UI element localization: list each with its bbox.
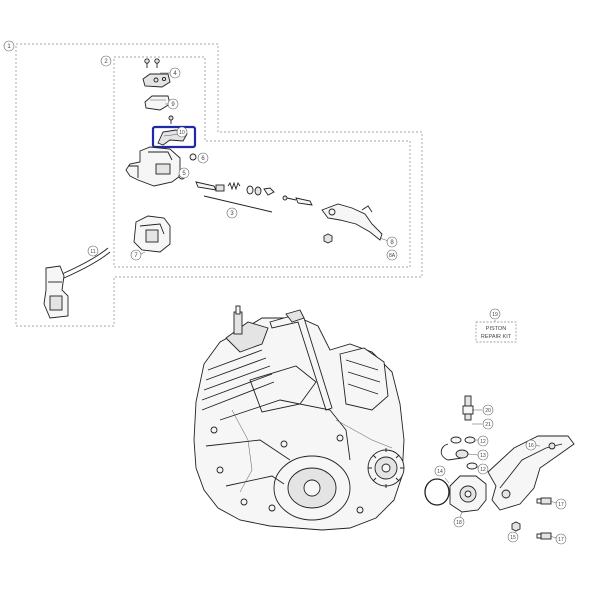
small-pin: [282, 195, 313, 206]
callout-12-upper: 12: [477, 435, 489, 447]
svg-text:1: 1: [7, 44, 11, 50]
callout-18: 18: [453, 516, 465, 528]
assembly-frame-inner: [113, 56, 411, 268]
callout-4: 4: [169, 67, 181, 79]
callout-8a: 8A: [386, 249, 398, 261]
svg-text:17: 17: [558, 502, 564, 508]
screw-pair: [144, 58, 160, 68]
callout-21: 21: [482, 418, 494, 430]
diaphragm: [144, 95, 171, 111]
svg-text:17: 17: [558, 537, 564, 543]
assembly-frame-outer: [15, 43, 423, 327]
callout-5: 5: [178, 167, 190, 179]
engine-illustration: [193, 305, 405, 531]
reservoir-body: [133, 215, 171, 253]
bolt-upper: [536, 497, 552, 505]
callout-8: 8: [386, 236, 398, 248]
callout-19: 19: [489, 308, 501, 320]
svg-text:4: 4: [173, 71, 177, 77]
o-ring-upper: [450, 436, 476, 444]
svg-text:9: 9: [171, 102, 175, 108]
svg-text:5: 5: [182, 171, 186, 177]
slave-cylinder: [43, 265, 69, 319]
master-cylinder: [125, 146, 186, 187]
highlight-box: [151, 125, 197, 149]
brake-lever: [321, 203, 383, 241]
lever-nut: [323, 233, 333, 244]
mount-bracket: [487, 435, 575, 511]
callout-17-lower: 17: [555, 533, 567, 545]
svg-text:16: 16: [528, 443, 534, 449]
svg-text:12: 12: [480, 467, 486, 473]
repair-kit-line2: REPAIR KIT: [481, 334, 512, 340]
svg-text:8: 8: [390, 240, 394, 246]
small-screw: [168, 115, 174, 124]
callout-1: 1: [3, 40, 15, 52]
svg-text:7: 7: [134, 253, 138, 259]
washer: [189, 153, 197, 161]
o-ring-lower: [466, 462, 478, 470]
sprocket: [367, 448, 405, 488]
clutch-hose: [61, 247, 111, 279]
nut: [511, 521, 521, 532]
callout-17-upper: 17: [555, 498, 567, 510]
svg-text:12: 12: [480, 439, 486, 445]
svg-text:13: 13: [480, 453, 486, 459]
callout-2: 2: [100, 55, 112, 67]
callout-9: 9: [167, 98, 179, 110]
callout-13: 13: [477, 449, 489, 461]
svg-text:8A: 8A: [389, 253, 396, 259]
callout-15: 15: [507, 531, 519, 543]
reservoir-cap: [142, 73, 171, 88]
banjo-fitting: [440, 443, 469, 461]
repair-kit-box: PISTON REPAIR KIT: [475, 320, 517, 343]
callout-6: 6: [197, 152, 209, 164]
callout-3: 3: [226, 207, 238, 219]
bleed-valve: [462, 395, 474, 421]
callout-12-lower: 12: [477, 463, 489, 475]
svg-text:14: 14: [437, 469, 443, 475]
bolt-lower: [536, 532, 552, 540]
svg-text:10: 10: [179, 130, 185, 136]
svg-text:19: 19: [492, 312, 498, 318]
svg-text:11: 11: [90, 249, 95, 255]
callout-16: 16: [525, 439, 537, 451]
piston-kit-parts: [195, 181, 275, 213]
repair-kit-line1: PISTON: [486, 326, 506, 332]
svg-text:20: 20: [485, 408, 491, 414]
callout-11: 11: [87, 245, 99, 257]
engine-bolts: [210, 426, 364, 514]
slave-housing: [449, 475, 487, 513]
svg-text:21: 21: [485, 422, 491, 428]
callout-7: 7: [130, 249, 142, 261]
svg-text:6: 6: [201, 156, 205, 162]
callout-14: 14: [434, 465, 446, 477]
svg-text:2: 2: [104, 59, 108, 65]
svg-text:15: 15: [510, 535, 516, 541]
svg-text:18: 18: [456, 520, 462, 526]
callout-10: 10: [176, 126, 188, 138]
large-o-ring: [424, 478, 450, 506]
callout-20: 20: [482, 404, 494, 416]
svg-text:3: 3: [230, 211, 234, 217]
highlighted-part-10: [151, 125, 197, 149]
